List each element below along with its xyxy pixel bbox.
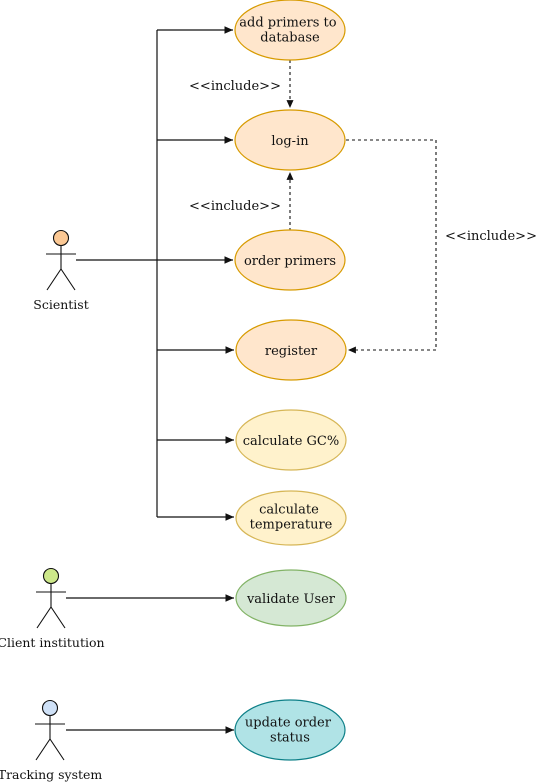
include-label-1: <<include>> — [189, 79, 281, 94]
use-case-label: log-in — [271, 134, 309, 149]
actor-leg-right — [49, 738, 65, 761]
actor-head — [41, 699, 59, 717]
use-case-calculate-gc[interactable]: calculate GC% — [235, 409, 347, 471]
actor-leg-right — [50, 606, 66, 629]
use-case-label: register — [265, 344, 318, 359]
use-case-label: calculate temperature — [250, 503, 333, 533]
include-login-register — [346, 139, 437, 354]
include-label-2: <<include>> — [189, 199, 281, 214]
use-case-label: update order status — [245, 716, 335, 746]
use-case-label-line: update order — [245, 716, 332, 731]
use-case-label-line: add primers to — [239, 16, 336, 31]
use-case-calculate-temperature[interactable]: calculate temperature — [235, 490, 347, 546]
actor-leg-left — [46, 268, 62, 291]
use-case-label: calculate GC% — [243, 434, 339, 449]
use-case-label: validate User — [246, 592, 336, 607]
use-case-label-line: database — [260, 31, 320, 46]
actor-label: Client institution — [0, 635, 105, 650]
actor-tracking-system[interactable]: Tracking system — [0, 699, 102, 782]
use-case-validate-user[interactable]: validate User — [235, 569, 347, 627]
use-case-label-line: status — [270, 731, 310, 746]
use-case-label-line: temperature — [250, 518, 333, 533]
actor-scientist[interactable]: Scientist — [33, 229, 89, 313]
use-case-login[interactable]: log-in — [234, 109, 346, 171]
actor-leg-left — [35, 738, 51, 761]
include-label-3: <<include>> — [445, 229, 537, 244]
use-case-update-order-status[interactable]: update order status — [234, 699, 346, 761]
actor-client-institution[interactable]: Client institution — [0, 567, 105, 651]
scientist-associations — [76, 26, 234, 521]
actor-leg-left — [36, 606, 52, 629]
use-case-label: add primers to database — [239, 16, 340, 46]
actor-leg-right — [60, 268, 76, 291]
use-case-register[interactable]: register — [235, 319, 347, 381]
use-case-label: order primers — [244, 254, 336, 269]
actor-head — [42, 567, 60, 585]
actor-head — [52, 229, 70, 247]
actor-label: Scientist — [33, 297, 88, 312]
actor-label: Tracking system — [0, 767, 102, 782]
use-case-order-primers[interactable]: order primers — [234, 229, 346, 291]
use-case-label-line: calculate — [259, 503, 319, 518]
use-case-add-primers[interactable]: add primers to database — [234, 0, 346, 61]
